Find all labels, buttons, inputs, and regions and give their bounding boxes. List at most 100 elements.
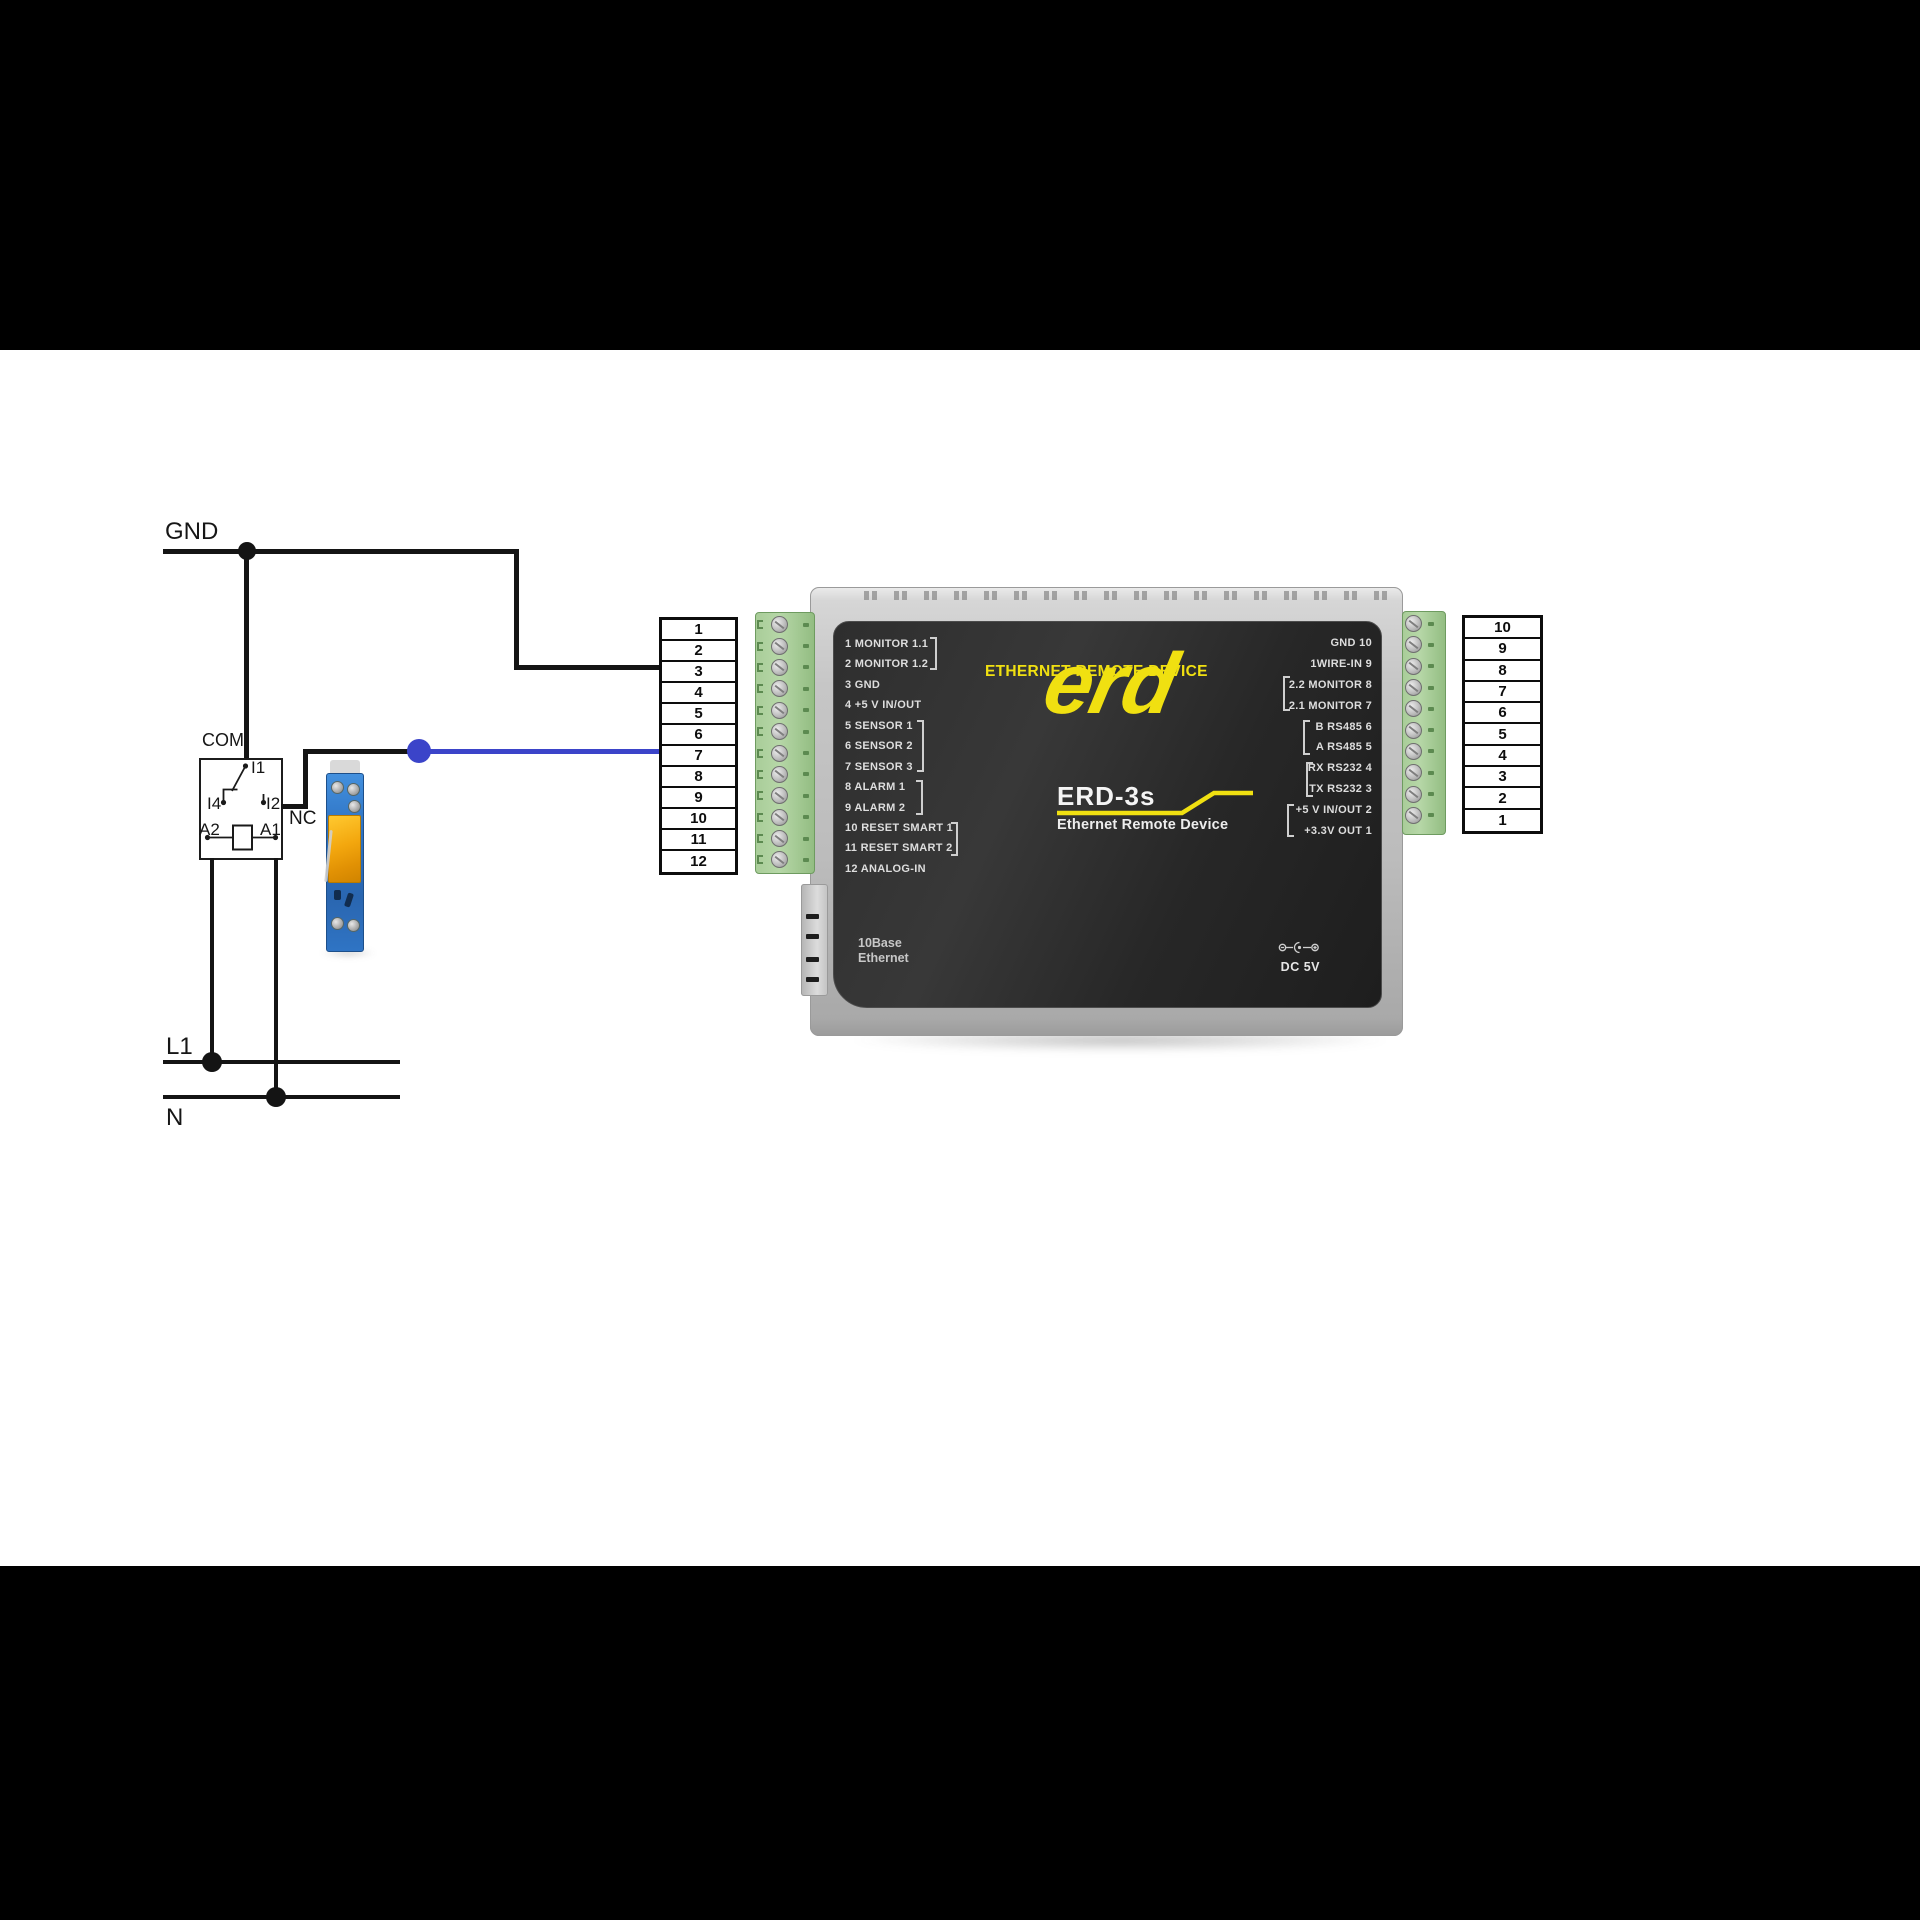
pin-label: +3.3V OUT 1: [1304, 825, 1372, 838]
dc-polarity-icon: [1278, 941, 1319, 954]
terminal-mark: [1428, 749, 1434, 754]
terminal-row: 7: [662, 746, 735, 767]
terminal-row: 10: [1465, 618, 1540, 640]
top-letterbox-bar: [0, 0, 1920, 350]
device-vent-slots: [864, 591, 1392, 600]
terminal-screw: [1405, 657, 1422, 675]
terminal-clamp: [757, 684, 763, 694]
terminal-mark: [803, 793, 809, 798]
relay-com-label: COM: [202, 730, 244, 750]
left-strip-screws: [771, 614, 788, 871]
terminal-row: 10: [662, 809, 735, 830]
terminal-screw: [348, 800, 361, 813]
terminal-screw: [347, 783, 360, 796]
gnd-wire-to-terminal-3: [514, 665, 659, 670]
terminal-screw: [331, 917, 344, 930]
model-subtitle: Ethernet Remote Device: [1057, 817, 1229, 833]
pin-label: 1WIRE-IN 9: [1310, 657, 1372, 670]
relay-pin-i1-label: I1: [251, 758, 266, 777]
device-left-terminal-strip: [755, 612, 815, 874]
power-input-label: DC 5V: [1240, 941, 1320, 974]
pin-label: A RS485 5: [1315, 741, 1372, 754]
terminal-mark: [1428, 728, 1434, 733]
terminal-mark: [1428, 685, 1434, 690]
terminal-clamp: [757, 812, 763, 822]
pin-group-bracket: [917, 720, 924, 772]
terminal-mark: [1428, 706, 1434, 711]
pin-label: B RS485 6: [1315, 720, 1372, 733]
terminal-mark: [1428, 792, 1434, 797]
terminal-clamp: [757, 791, 763, 801]
relay-slot: [334, 890, 341, 900]
terminal-row: 12: [690, 853, 707, 870]
power-label: DC 5V: [1280, 960, 1320, 974]
terminal-row: 9: [1465, 639, 1540, 661]
terminal-clamp: [757, 855, 763, 865]
a2-wire-vertical: [210, 858, 214, 1064]
pin-label: RX RS232 4: [1307, 762, 1372, 775]
terminal-screw: [771, 637, 788, 655]
pin-group-bracket: [1306, 762, 1313, 797]
terminal-screw: [771, 723, 788, 741]
terminal-row: 1: [1498, 811, 1507, 829]
relay-orange-window: [328, 815, 361, 883]
nc-wire-horizontal: [303, 749, 423, 754]
connector-pin: [806, 957, 819, 962]
l1-label: L1: [166, 1033, 193, 1060]
terminal-mark: [803, 622, 809, 627]
terminal-screw: [771, 744, 788, 762]
left-strip-clamps: [757, 614, 763, 871]
terminal-screw: [1405, 785, 1422, 803]
model-name: ERD-3s: [1057, 781, 1156, 811]
terminal-screw: [1405, 806, 1422, 824]
terminal-screw: [1405, 764, 1422, 782]
terminal-mark: [1428, 621, 1434, 626]
connector-pin: [806, 934, 819, 939]
relay-pin-i2-label: I2: [266, 794, 281, 813]
terminal-clamp: [757, 834, 763, 844]
terminal-row: 3: [662, 662, 735, 683]
terminal-mark: [803, 836, 809, 841]
pin-group-bracket: [930, 637, 937, 670]
pin-label: 3 GND: [845, 678, 881, 691]
terminal-row: 5: [662, 704, 735, 725]
relay-pin-a1-label: A1: [260, 820, 281, 839]
ethernet-edge-connector: [801, 884, 828, 996]
gnd-wire-vertical: [514, 549, 519, 670]
terminal-screw: [771, 851, 788, 869]
terminal-mark: [803, 857, 809, 862]
terminal-mark: [1428, 664, 1434, 669]
terminal-screw: [1405, 679, 1422, 697]
pin-group-bracket: [1303, 720, 1310, 755]
l1-rail: [163, 1060, 400, 1064]
gnd-label: GND: [165, 518, 219, 545]
right-strip-marks: [1428, 613, 1434, 826]
terminal-clamp: [757, 705, 763, 715]
relay-pin-a2-label: A2: [199, 820, 220, 839]
terminal-screw: [771, 830, 788, 848]
terminal-row: 3: [1465, 767, 1540, 789]
pin-label: 6 SENSOR 2: [845, 740, 913, 753]
terminal-row: 2: [662, 641, 735, 662]
terminal-row: 6: [1465, 703, 1540, 725]
pin-label: 1 MONITOR 1.1: [845, 638, 929, 650]
terminal-row: 11: [662, 830, 735, 851]
pin-label: 2 MONITOR 1.2: [845, 658, 929, 671]
pin-label: 9 ALARM 2: [845, 801, 906, 814]
erd-logo: erd: [1035, 636, 1185, 732]
relay-module-photo: [324, 760, 364, 952]
nc-wire-vertical: [303, 749, 308, 809]
l1-junction-dot: [202, 1052, 222, 1072]
terminal-row: 4: [1465, 746, 1540, 768]
terminal-mark: [803, 751, 809, 756]
pin-label: 8 ALARM 1: [845, 781, 906, 794]
gnd-wire-horizontal: [163, 549, 519, 554]
terminal-mark: [1428, 770, 1434, 775]
terminal-clamp: [757, 727, 763, 737]
com-wire-vertical: [244, 549, 249, 758]
